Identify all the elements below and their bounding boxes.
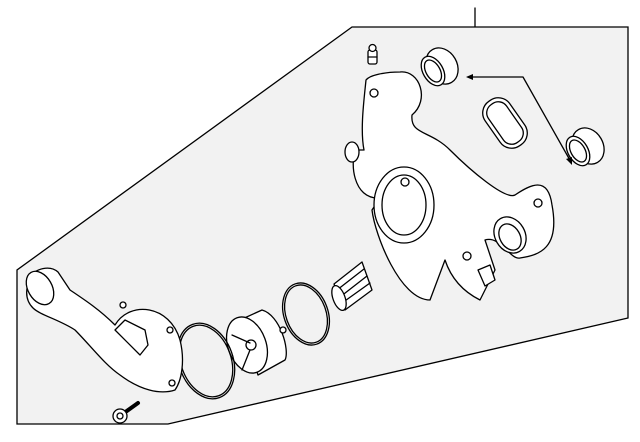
inlet-cover-icon[interactable] <box>21 266 184 393</box>
gasket-icon[interactable] <box>477 92 533 153</box>
spring-icon[interactable] <box>329 261 373 312</box>
o-ring-icon[interactable] <box>274 276 337 351</box>
thermostat-housing-icon[interactable] <box>344 71 555 301</box>
fitting-icon[interactable] <box>367 43 378 65</box>
o-ring-inner <box>283 284 329 344</box>
pipe-connector-icon[interactable] <box>416 42 464 90</box>
bolt-icon[interactable] <box>112 401 140 424</box>
thermostat-icon[interactable] <box>219 309 287 379</box>
pipe-connector-icon[interactable] <box>561 122 610 170</box>
callout-arrows <box>466 74 572 165</box>
